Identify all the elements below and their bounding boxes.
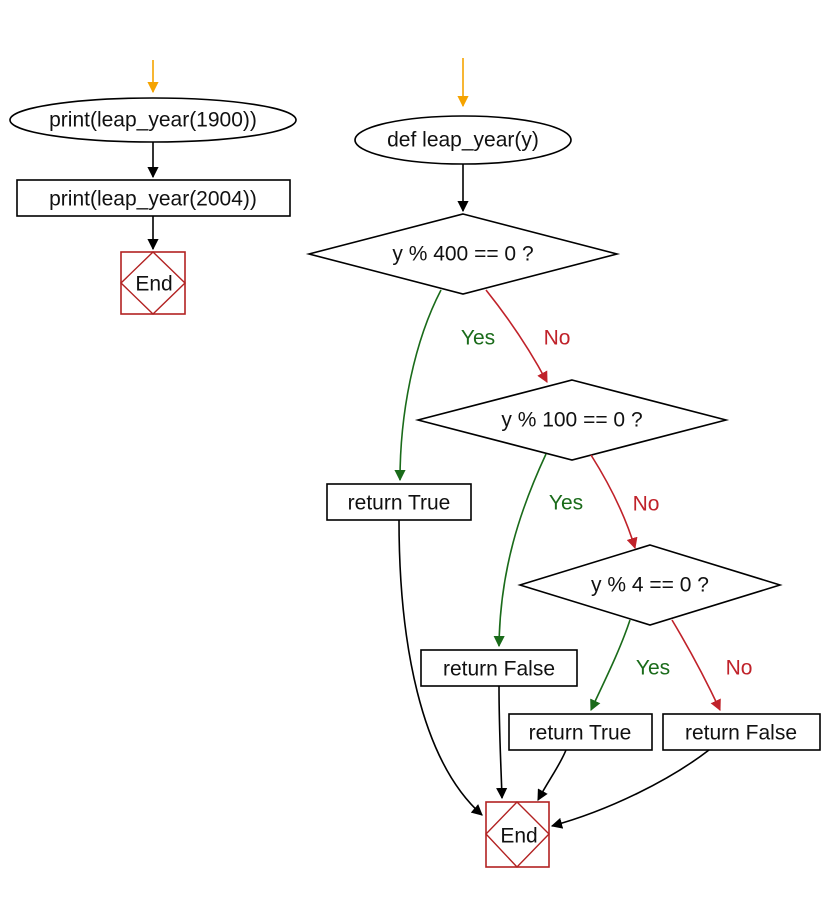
- edge-400-yes: [394, 289, 442, 482]
- function-def-text: def leap_year(y): [387, 129, 539, 152]
- label-400-no: No: [544, 327, 571, 350]
- return-true-1-node: return True: [326, 483, 472, 521]
- edge-4-yes: [590, 619, 631, 712]
- cond-400-node: y % 400 == 0 ?: [305, 213, 621, 295]
- edge-false1-to-end: [496, 685, 508, 800]
- label-4-yes: Yes: [636, 657, 670, 680]
- return-false-2-text: return False: [685, 722, 797, 745]
- left-end-text: End: [135, 273, 172, 296]
- start-call-text: print(leap_year(1900)): [49, 109, 257, 132]
- label-100-yes: Yes: [549, 492, 583, 515]
- return-true-2-node: return True: [508, 713, 653, 751]
- return-false-1-node: return False: [420, 649, 578, 687]
- label-100-no: No: [633, 493, 660, 516]
- edge-100-no: [590, 454, 638, 550]
- return-true-2-text: return True: [529, 722, 632, 745]
- cond-100-text: y % 100 == 0 ?: [501, 409, 642, 432]
- label-400-yes: Yes: [461, 327, 495, 350]
- cond-400-text: y % 400 == 0 ?: [392, 243, 533, 266]
- edge-100-yes: [493, 453, 547, 648]
- return-false-2-node: return False: [662, 713, 821, 751]
- edge-false2-to-end: [550, 749, 710, 829]
- function-def-node: def leap_year(y): [354, 115, 572, 165]
- right-end-node: End: [485, 801, 550, 869]
- cond-4-text: y % 4 == 0 ?: [591, 574, 709, 597]
- cond-100-node: y % 100 == 0 ?: [414, 379, 730, 461]
- return-true-1-text: return True: [348, 492, 451, 515]
- edge-true1-to-end: [398, 519, 483, 816]
- edge-true2-to-end: [537, 749, 567, 801]
- cond-4-node: y % 4 == 0 ?: [517, 544, 783, 626]
- edge-4-no: [671, 619, 721, 712]
- label-4-no: No: [726, 657, 753, 680]
- start-call-node: print(leap_year(1900)): [9, 97, 297, 143]
- second-call-text: print(leap_year(2004)): [49, 188, 257, 211]
- edge-400-no: [485, 289, 548, 383]
- right-end-text: End: [500, 825, 537, 848]
- left-end-node: End: [119, 251, 187, 315]
- return-false-1-text: return False: [443, 658, 555, 681]
- second-call-node: print(leap_year(2004)): [16, 179, 291, 217]
